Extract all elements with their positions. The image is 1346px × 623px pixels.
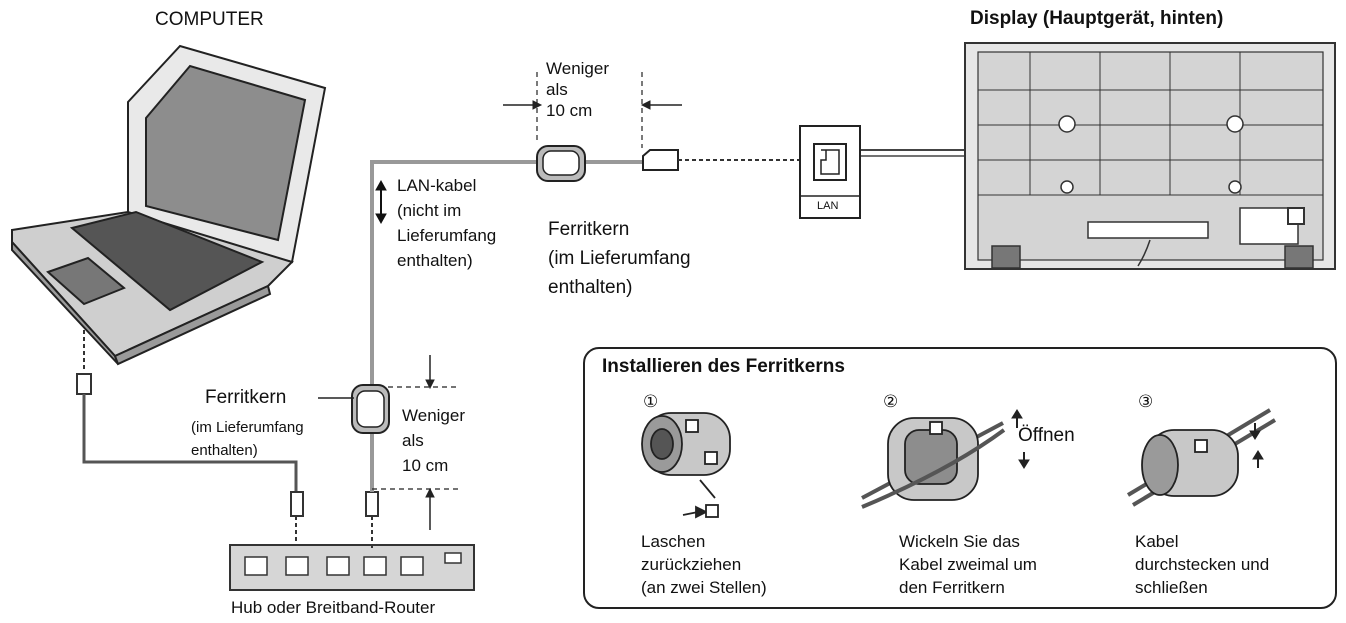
hub-label: Hub oder Breitband-Router	[231, 598, 436, 617]
laptop-cable	[76, 330, 304, 548]
ferrite-label-left-sub-line2: enthalten)	[191, 442, 258, 459]
step3-number: ③	[1138, 392, 1154, 411]
install-panel-title: Installieren des Ferritkerns	[602, 356, 845, 377]
ferrite-label-left-sub-line1: (im Lieferumfang	[191, 419, 304, 436]
step3-text-line3: schließen	[1135, 578, 1208, 597]
hub-port-1	[244, 556, 268, 576]
lan-cable-arrow	[375, 179, 387, 225]
ferrite-label-left-sub: (im Lieferumfang enthalten)	[191, 416, 304, 462]
lan-cable-label-line3: Lieferumfang	[397, 226, 497, 245]
distance-label-top-line3: 10 cm	[546, 101, 593, 120]
step2-open-label: Öffnen	[1018, 425, 1075, 446]
step2-number: ②	[883, 392, 899, 411]
step3-close-arrows	[1249, 423, 1264, 468]
ferrite-label-left-title: Ferritkern	[205, 387, 287, 408]
step3-text-line1: Kabel	[1135, 532, 1179, 551]
distance-label-top-line1: Weniger	[546, 59, 609, 78]
lan-cable-label: LAN-kabel (nicht im Lieferumfang enthalt…	[397, 173, 496, 273]
step1-text-line2: zurückziehen	[641, 555, 742, 574]
lan-cable-label-line1: LAN-kabel	[397, 176, 477, 195]
distance-label-left: Weniger als 10 cm	[402, 403, 465, 478]
computer-label: COMPUTER	[155, 9, 264, 30]
step2-illustration	[861, 417, 1006, 509]
display-back-illustration	[964, 42, 1336, 270]
install-ferrite-panel	[583, 347, 1337, 609]
laptop-illustration	[11, 44, 327, 366]
step2-text: Wickeln Sie das Kabel zweimal um den Fer…	[899, 530, 1037, 599]
distance-label-top: Weniger als 10 cm	[546, 58, 609, 121]
hub-port-4	[363, 556, 387, 576]
ferrite-label-top-line1: Ferritkern	[548, 219, 630, 240]
step2-open-arrows	[1011, 409, 1030, 469]
ferrite-core-left	[351, 384, 390, 434]
hub-port-3	[326, 556, 350, 576]
step2-text-line3: den Ferritkern	[899, 578, 1005, 597]
step1-text-line3: (an zwei Stellen)	[641, 578, 767, 597]
display-label: Display (Hauptgerät, hinten)	[970, 8, 1224, 29]
step3-text-line2: durchstecken und	[1135, 555, 1270, 574]
step1-number: ①	[643, 392, 659, 411]
ferrite-core-top	[536, 145, 586, 182]
step2-text-line1: Wickeln Sie das	[899, 532, 1020, 551]
ferrite-label-top-line3: enthalten)	[548, 277, 633, 298]
ferrite-label-top: Ferritkern (im Lieferumfang enthalten)	[548, 215, 691, 302]
step1-text-line1: Laschen	[641, 532, 706, 551]
lan-port-label: LAN	[817, 200, 839, 212]
step1-illustration	[641, 412, 731, 519]
hub-port-5	[400, 556, 424, 576]
lan-cable-label-line4: enthalten)	[397, 251, 473, 270]
lan-cable-label-line2: (nicht im	[397, 201, 462, 220]
step3-text: Kabel durchstecken und schließen	[1135, 530, 1269, 599]
distance-label-left-line2: als	[402, 431, 424, 450]
hub-port-2	[285, 556, 309, 576]
distance-marker-left	[372, 355, 458, 530]
distance-label-top-line2: als	[546, 80, 568, 99]
lan-port-box	[799, 125, 861, 219]
distance-label-left-line1: Weniger	[402, 406, 465, 425]
distance-marker-top	[503, 72, 682, 148]
hub-router	[229, 544, 475, 591]
step2-text-line2: Kabel zweimal um	[899, 555, 1037, 574]
ferrite-label-top-line2: (im Lieferumfang	[548, 248, 691, 269]
step3-illustration	[1126, 408, 1277, 507]
distance-label-left-line3: 10 cm	[402, 456, 449, 475]
step1-text: Laschen zurückziehen (an zwei Stellen)	[641, 530, 767, 599]
